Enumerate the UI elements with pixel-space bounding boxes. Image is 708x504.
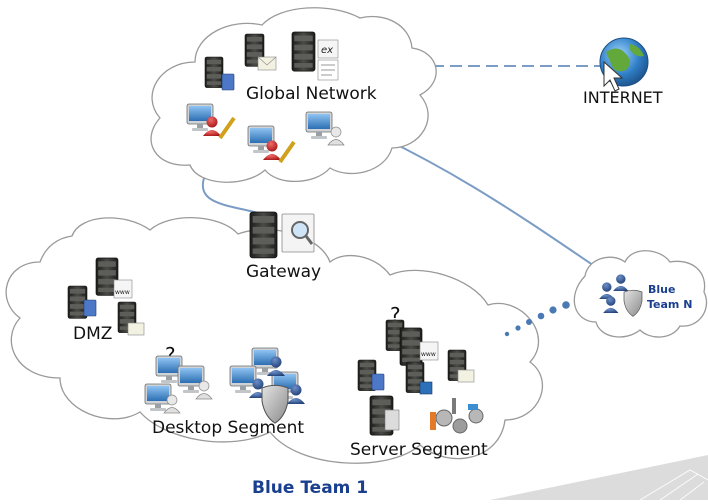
exchange-badge-icon <box>317 39 339 59</box>
blue-team-n-label-line1: Blue <box>648 283 676 296</box>
question-mark: ? <box>165 343 176 367</box>
server-icon <box>399 327 423 366</box>
archive-icon <box>384 409 400 431</box>
www-page-icon <box>419 341 439 361</box>
address-book-icon <box>371 373 385 391</box>
svg-text:ex: ex <box>321 45 333 56</box>
mail-icon <box>257 56 277 71</box>
mail-icon <box>127 322 145 336</box>
global-network-label: Global Network <box>246 84 377 104</box>
blue-team-n-label-line2: Team N <box>647 298 693 311</box>
desktop-segment-label: Desktop Segment <box>152 418 305 438</box>
global-network-cloud <box>150 7 437 183</box>
tools-gears-icon <box>430 398 484 434</box>
magnifier-icon <box>291 221 309 239</box>
blue-team-1-label: Blue Team 1 <box>252 478 369 498</box>
dotted-link-blue-team-n <box>504 301 570 337</box>
dmz-label: DMZ <box>73 324 113 344</box>
gateway-label: Gateway <box>246 262 322 282</box>
gateway-server-icon <box>249 211 278 259</box>
globe-cursor-icon <box>599 37 649 92</box>
pencil-icon <box>218 116 236 140</box>
server-icon <box>204 56 224 89</box>
corner-decoration <box>490 455 708 500</box>
mail-icon <box>457 369 475 383</box>
www-page-icon <box>113 279 133 299</box>
pencil-icon <box>278 140 296 164</box>
address-book-icon <box>221 73 235 91</box>
address-book-icon <box>83 299 97 317</box>
svg-text:www: www <box>115 289 130 296</box>
floppy-icon <box>419 381 433 395</box>
server-icon <box>291 31 316 72</box>
svg-text:www: www <box>421 351 436 358</box>
link-global-gateway <box>201 177 263 215</box>
internet-label: INTERNET <box>583 88 663 107</box>
blue-team-1-cloud <box>5 217 544 464</box>
server-segment-label: Server Segment <box>350 440 488 460</box>
question-mark: ? <box>390 303 401 327</box>
